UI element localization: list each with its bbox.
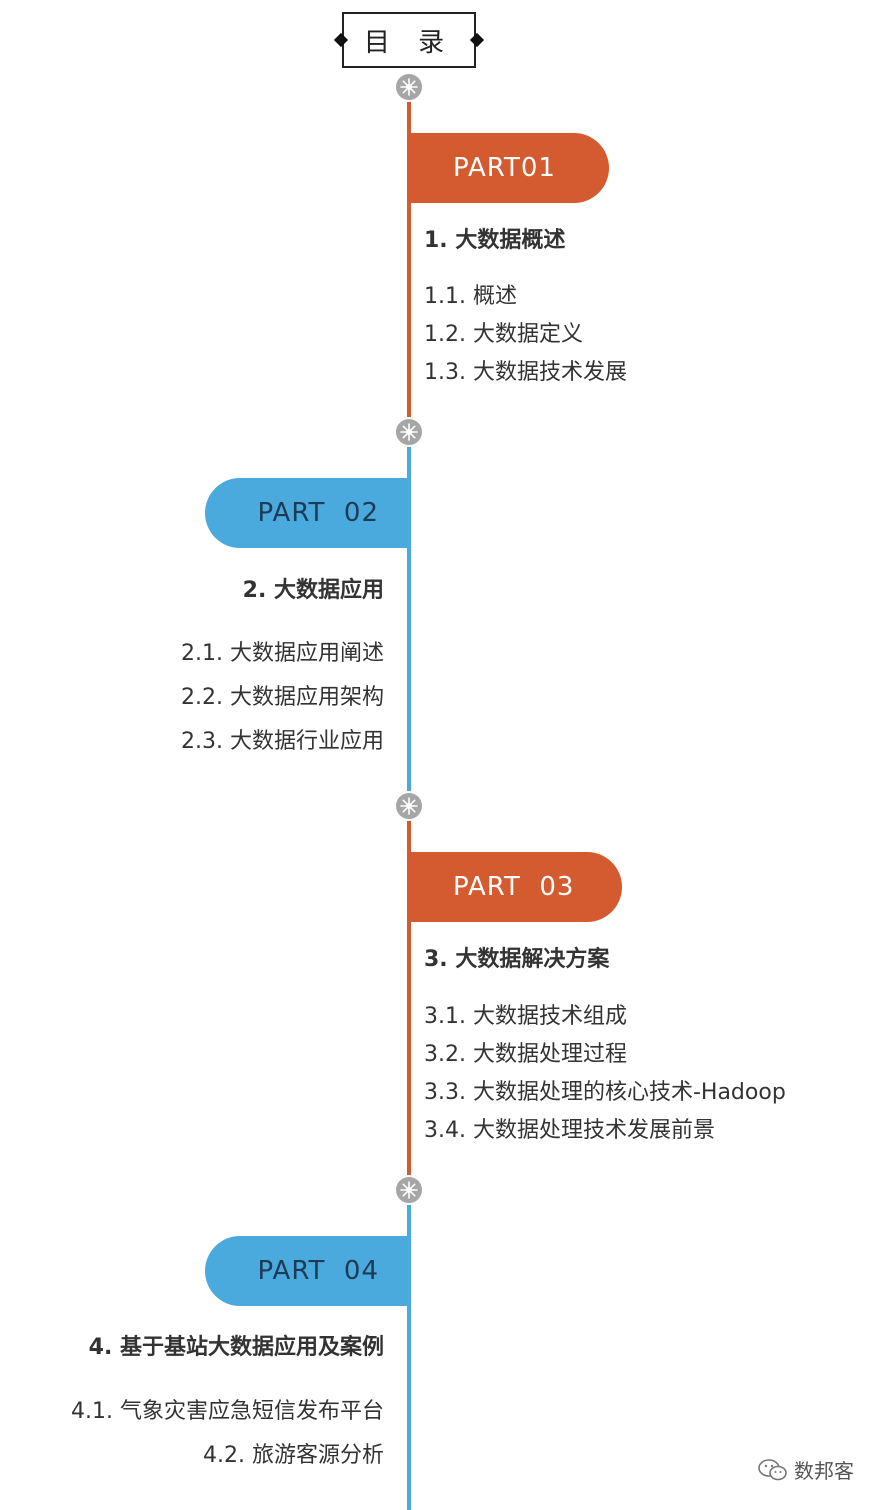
toc-item[interactable]: 1.3. 大数据技术发展 [424,360,627,385]
toc-item[interactable]: 4.2. 旅游客源分析 [203,1443,384,1468]
watermark-text: 数邦客 [794,1459,854,1483]
part-01-pill[interactable]: PART01 [409,133,609,203]
timeline-segment-1 [407,100,411,418]
toc-item[interactable]: 4.1. 气象灾害应急短信发布平台 [71,1399,384,1424]
part-04-pill[interactable]: PART 04 [205,1236,409,1306]
part-label: PART 04 [257,1256,379,1286]
toc-item[interactable]: 2.2. 大数据应用架构 [181,685,384,710]
toc-item[interactable]: 3.4. 大数据处理技术发展前景 [424,1118,715,1143]
part-02-pill[interactable]: PART 02 [205,478,409,548]
part-03-pill[interactable]: PART 03 [409,852,622,922]
wechat-icon [758,1458,787,1480]
section-title: 3. 大数据解决方案 [424,947,610,972]
part-label: PART 03 [453,872,575,902]
toc-title: 目 录 [363,27,455,58]
section-title: 4. 基于基站大数据应用及案例 [88,1335,384,1360]
timeline-segment-4 [407,1204,411,1510]
toc-item[interactable]: 3.2. 大数据处理过程 [424,1042,627,1067]
timeline-segment-2 [407,446,411,792]
toc-item[interactable]: 1.2. 大数据定义 [424,322,583,347]
section-title: 2. 大数据应用 [242,578,384,603]
watermark: 数邦客 [758,1455,854,1484]
part-label: PART 02 [257,498,379,528]
timeline-node-icon [394,791,424,821]
toc-item[interactable]: 2.3. 大数据行业应用 [181,729,384,754]
toc-item[interactable]: 2.1. 大数据应用阐述 [181,641,384,666]
toc-item[interactable]: 1.1. 概述 [424,284,517,309]
toc-item[interactable]: 3.1. 大数据技术组成 [424,1004,627,1029]
section-title: 1. 大数据概述 [424,228,566,253]
timeline-segment-3 [407,820,411,1176]
timeline-node-icon [394,417,424,447]
toc-header: 目 录 [342,12,476,68]
toc-item[interactable]: 3.3. 大数据处理的核心技术-Hadoop [424,1080,786,1105]
timeline-node-icon [394,72,424,102]
part-label: PART01 [453,153,556,183]
timeline-node-icon [394,1175,424,1205]
